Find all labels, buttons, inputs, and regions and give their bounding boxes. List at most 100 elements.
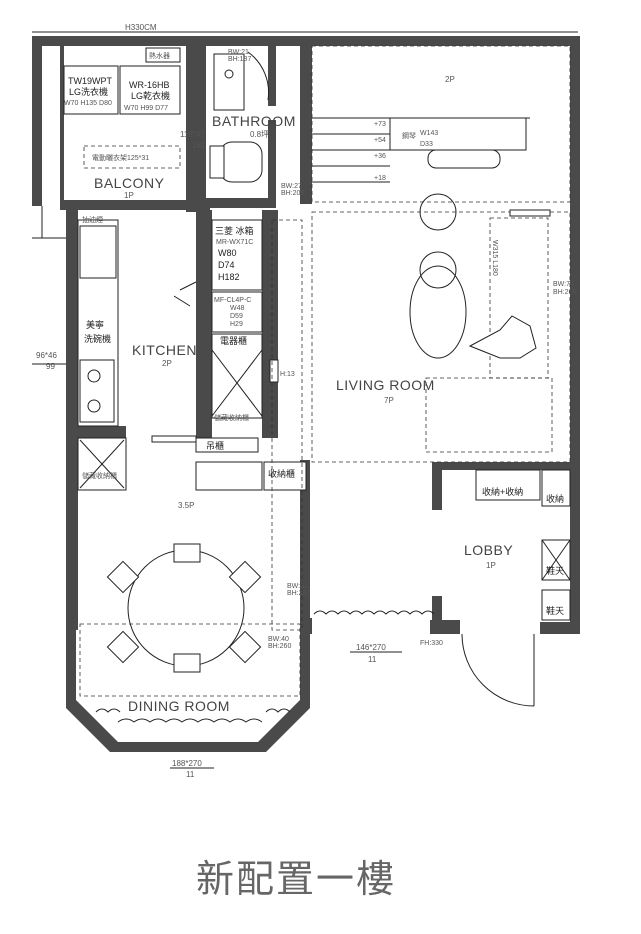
bathroom-area: 0.8坪 <box>250 130 269 139</box>
lobby-name: LOBBY <box>464 542 513 558</box>
fridge-model: MR-WX71C <box>216 239 253 246</box>
dining-area: 3.5P <box>178 501 194 510</box>
fridge <box>211 219 263 291</box>
dryer-dims: W70 H99 D77 <box>124 105 168 112</box>
piano-label: 鋼琴 <box>402 131 416 140</box>
storage-cabinet-text: 收納櫃 <box>268 468 295 479</box>
living-room-area: 7P <box>384 396 394 405</box>
shoe-cabinet-1 <box>541 469 571 507</box>
living-bw: BW:70 <box>553 281 574 288</box>
shoe-storage-label: 收納+收納 <box>482 486 523 497</box>
chair <box>228 630 262 664</box>
stair-area: 2P <box>445 75 455 84</box>
kitchen-window-size: 96*46 <box>36 351 57 360</box>
stair-step-2: +54 <box>374 137 386 144</box>
dining-curtain-left <box>95 708 121 713</box>
shoe-cabinet-3-label: 鞋天 <box>546 605 564 616</box>
dining-curtain-right <box>265 708 291 713</box>
sink <box>79 225 117 279</box>
washbasin <box>213 53 245 111</box>
washer-dims: W70 H135 D80 <box>64 100 112 107</box>
fridge-height: H182 <box>218 272 240 282</box>
entry-door-swing <box>461 633 535 707</box>
clothes-rack <box>83 145 181 169</box>
fridge-width: W80 <box>218 248 237 258</box>
piano-width: W143 <box>420 130 438 137</box>
dryer-brand: LG乾衣機 <box>131 90 170 101</box>
chair <box>173 653 201 673</box>
stair-step-1: +73 <box>374 121 386 128</box>
piano-depth: D33 <box>420 141 433 148</box>
dishwasher-label: 洗碗機 <box>84 333 111 344</box>
dishwasher-brand: 美寧 <box>86 319 104 330</box>
water-heater <box>145 47 181 63</box>
chair <box>106 560 140 594</box>
lobby-door-height: 11 <box>368 655 377 664</box>
balcony-name: BALCONY <box>94 175 165 191</box>
kitchen-door <box>151 435 197 443</box>
dining-curtain <box>117 718 263 723</box>
plan-title: 新配置一樓 <box>196 857 396 901</box>
lobby-area: 1P <box>486 561 496 570</box>
water-heater-label: 熱水器 <box>149 51 170 60</box>
kitchen-area: 2P <box>162 359 172 368</box>
bath-bw: BW:21 <box>228 49 249 56</box>
stair-step-4: +18 <box>374 175 386 182</box>
dining-bh31: BH:207 <box>287 590 310 597</box>
lobby: 收納+收納 收納 鞋天 鞋天 LOBBY 1P FH:330 146*270 1… <box>313 469 571 707</box>
toilet-tank <box>209 145 225 179</box>
storage-cabinet <box>263 461 307 491</box>
hanging-cabinet-label: 吊櫃 <box>206 440 224 451</box>
hanging-cabinet-2 <box>195 461 263 491</box>
range-hood-label: 抽油煙 <box>82 215 103 224</box>
bath-door-swing <box>247 51 270 101</box>
stairs: +73 +54 +36 +18 2P 鋼琴 W143 D33 <box>311 45 571 203</box>
living-bh: BH:266 <box>553 289 576 296</box>
shoe-storage <box>475 469 541 501</box>
storage-cabinet-label: 儲藏收納櫃 <box>214 413 249 422</box>
bath-door-bw: BW:27 <box>281 183 302 190</box>
fridge-brand: 三菱 冰箱 <box>215 225 254 236</box>
person-figure <box>468 315 537 359</box>
fridge-depth: D74 <box>218 260 235 270</box>
appliance-cabinet <box>211 333 263 419</box>
chair <box>228 560 262 594</box>
kitchen-name: KITCHEN <box>132 342 197 358</box>
walls <box>32 36 580 752</box>
storage-left-label: 儲藏收納櫃 <box>82 471 117 480</box>
hanging-cabinet <box>195 437 259 453</box>
chair <box>173 543 201 563</box>
washer <box>63 65 119 115</box>
dining-bw31: BW:31 <box>287 583 308 590</box>
dryer-model: WR-16HB <box>129 80 170 90</box>
washer-model: TW19WPT <box>68 76 113 86</box>
appliance-cabinet-label: 電器櫃 <box>220 335 247 346</box>
chair <box>106 630 140 664</box>
entry-fh: FH:330 <box>420 640 443 647</box>
stair-step-3: +36 <box>374 153 386 160</box>
kitchen: 抽油煙 美寧 洗碗機 KITCHEN 2P 96*46 99 三菱 冰箱 MR-… <box>32 215 307 491</box>
oven-depth: D59 <box>230 313 243 320</box>
balcony: TW19WPT LG洗衣機 W70 H135 D80 WR-16HB LG乾衣機… <box>32 47 181 239</box>
bathroom-name: BATHROOM <box>212 113 296 129</box>
living-curtain <box>313 610 435 615</box>
living-room-name: LIVING ROOM <box>336 377 435 393</box>
shoe-cabinet-1-label: 收納 <box>546 493 564 504</box>
stove <box>79 359 115 423</box>
living-light-label: W315 L180 <box>491 240 498 276</box>
oven-width: W48 <box>230 305 245 312</box>
dining-window-size: 188*270 <box>172 759 202 768</box>
bath-door-bh: BH:206 <box>281 190 304 197</box>
dryer <box>119 65 181 115</box>
shoe-cabinet-2-label: 鞋天 <box>546 565 564 576</box>
balcony-area: 1P <box>124 191 134 200</box>
kitchen-window-height: 99 <box>46 362 55 371</box>
dining-bh40: BH:260 <box>268 643 291 650</box>
bath-bh: BH:187 <box>228 56 251 63</box>
oven-height: H29 <box>230 321 243 328</box>
bath-window-height: 181 <box>192 141 206 150</box>
toilet <box>219 141 263 183</box>
living-rug <box>425 377 553 453</box>
bathroom: BW:21 BH:187 BATHROOM 0.8坪 118*47 181 BW… <box>180 49 304 197</box>
